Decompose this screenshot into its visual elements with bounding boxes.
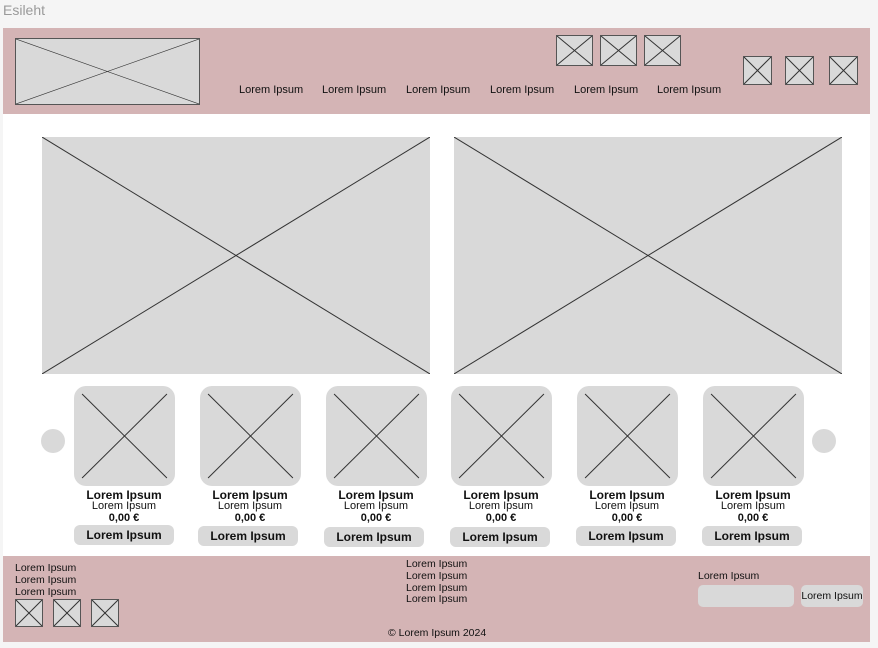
hero-image-right[interactable]	[454, 137, 842, 374]
product-name[interactable]: Lorem Ipsum	[338, 488, 414, 502]
product-price: 0,00 €	[360, 512, 392, 524]
product-image[interactable]	[200, 386, 301, 486]
product-subtitle: Lorem Ipsum	[594, 500, 660, 512]
product-name[interactable]: Lorem Ipsum	[589, 488, 665, 502]
header-top-icon-1[interactable]	[556, 35, 593, 66]
social-icon-2[interactable]	[53, 599, 81, 627]
footer: Lorem Ipsum Lorem Ipsum Lorem Ipsum Lore…	[3, 556, 870, 642]
nav-link-4[interactable]: Lorem Ipsum	[490, 84, 555, 96]
product-image[interactable]	[703, 386, 804, 486]
product-add-button[interactable]: Lorem Ipsum	[576, 526, 676, 546]
product-subtitle: Lorem Ipsum	[91, 500, 157, 512]
product-subtitle: Lorem Ipsum	[343, 500, 409, 512]
product-image[interactable]	[74, 386, 175, 486]
footer-center-link[interactable]: Lorem Ipsum	[406, 558, 468, 570]
product-name[interactable]: Lorem Ipsum	[86, 488, 162, 502]
product-add-button[interactable]: Lorem Ipsum	[74, 525, 174, 545]
product-price: 0,00 €	[737, 512, 769, 524]
carousel-prev-button[interactable]	[41, 429, 65, 453]
product-price: 0,00 €	[234, 512, 266, 524]
nav-link-2[interactable]: Lorem Ipsum	[322, 84, 387, 96]
logo-placeholder-image[interactable]	[15, 38, 200, 105]
product-name[interactable]: Lorem Ipsum	[212, 488, 288, 502]
product-subtitle: Lorem Ipsum	[217, 500, 283, 512]
product-price: 0,00 €	[108, 512, 140, 524]
footer-center-link[interactable]: Lorem Ipsum	[406, 570, 468, 582]
product-add-button[interactable]: Lorem Ipsum	[324, 527, 424, 547]
header-top-icon-3[interactable]	[644, 35, 681, 66]
hero-image-left[interactable]	[42, 137, 430, 374]
copyright: © Lorem Ipsum 2024	[388, 627, 487, 639]
footer-link[interactable]: Lorem Ipsum	[15, 562, 77, 574]
nav-link-5[interactable]: Lorem Ipsum	[574, 84, 639, 96]
frame-title: Esileht	[3, 2, 46, 18]
nav-link-6[interactable]: Lorem Ipsum	[657, 84, 722, 96]
product-image[interactable]	[577, 386, 678, 486]
carousel-next-button[interactable]	[812, 429, 836, 453]
product-add-button[interactable]: Lorem Ipsum	[702, 526, 802, 546]
footer-link[interactable]: Lorem Ipsum	[15, 574, 77, 586]
newsletter-label: Lorem Ipsum	[698, 570, 760, 582]
nav-link-3[interactable]: Lorem Ipsum	[406, 84, 471, 96]
product-subtitle: Lorem Ipsum	[720, 500, 786, 512]
page-frame: Lorem Ipsum Lorem Ipsum Lorem Ipsum Lore…	[3, 28, 870, 642]
newsletter-submit-button[interactable]: Lorem Ipsum	[801, 585, 863, 607]
product-subtitle: Lorem Ipsum	[468, 500, 534, 512]
product-add-button[interactable]: Lorem Ipsum	[450, 527, 550, 547]
header-action-icon-2[interactable]	[785, 56, 814, 85]
header-top-icon-2[interactable]	[600, 35, 637, 66]
product-price: 0,00 €	[485, 512, 517, 524]
product-name[interactable]: Lorem Ipsum	[463, 488, 539, 502]
header-action-icon-1[interactable]	[743, 56, 772, 85]
newsletter-email-input[interactable]	[698, 585, 794, 607]
product-image[interactable]	[326, 386, 427, 486]
footer-center-link[interactable]: Lorem Ipsum	[406, 593, 468, 605]
product-name[interactable]: Lorem Ipsum	[715, 488, 791, 502]
product-image[interactable]	[451, 386, 552, 486]
footer-link[interactable]: Lorem Ipsum	[15, 586, 77, 598]
footer-center-link[interactable]: Lorem Ipsum	[406, 582, 468, 594]
header-action-icon-3[interactable]	[829, 56, 858, 85]
social-icon-1[interactable]	[15, 599, 43, 627]
product-add-button[interactable]: Lorem Ipsum	[198, 526, 298, 546]
social-icon-3[interactable]	[91, 599, 119, 627]
product-price: 0,00 €	[611, 512, 643, 524]
header: Lorem Ipsum Lorem Ipsum Lorem Ipsum Lore…	[3, 28, 870, 114]
nav-link-1[interactable]: Lorem Ipsum	[239, 84, 304, 96]
